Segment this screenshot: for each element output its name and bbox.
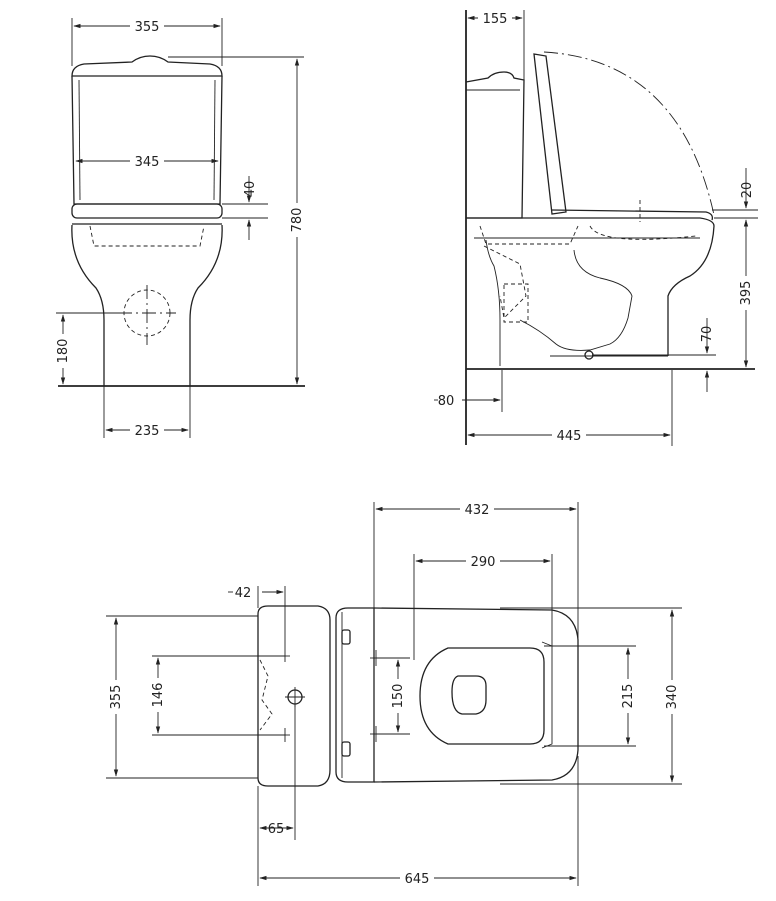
side-lid-arc (543, 51, 715, 216)
front-bowl (71, 224, 223, 386)
front-dim-seat-width: 345 (135, 155, 160, 170)
top-dim-seat-length: 290 (471, 555, 496, 570)
top-dim-overall-length: 645 (405, 872, 430, 887)
front-dim-total-height: 780 (290, 208, 305, 233)
front-tank-body (71, 75, 223, 205)
side-tank (465, 71, 525, 219)
front-dim-tank-width: 355 (135, 20, 160, 35)
top-drain (451, 675, 487, 715)
top-dim-fixing-offset: 42 (235, 586, 252, 601)
front-dim-outlet-height: 180 (56, 339, 71, 364)
top-seat (373, 607, 579, 783)
top-dim-holes-a: 146 (151, 683, 166, 708)
front-tank-lid (71, 55, 223, 77)
side-bowl (466, 217, 715, 356)
side-dim-tank-depth: 155 (483, 12, 508, 27)
front-seat (71, 203, 223, 219)
top-view: 42 355 146 150 432 290 (106, 501, 682, 887)
top-tank (257, 605, 331, 787)
side-dim-seat-height: 395 (739, 281, 754, 306)
top-dim-holes-b: 150 (391, 684, 406, 709)
front-dim-foot-width: 235 (135, 424, 160, 439)
top-dim-seat-width: 215 (621, 684, 636, 709)
top-dim-outlet-offset: 65 (268, 822, 285, 837)
top-bowl-opening (419, 647, 545, 745)
side-dim-wall-offset: 80 (438, 394, 455, 409)
top-dim-tank-width: 355 (109, 685, 124, 710)
front-view: 355 345 40 780 180 235 (55, 18, 305, 439)
side-inlet-circle (584, 350, 594, 360)
top-dim-bowl-width: 340 (665, 685, 680, 710)
side-dim-foot-depth: 445 (557, 429, 582, 444)
side-trap (519, 249, 633, 351)
front-dim-seat-thickness: 40 (243, 181, 258, 198)
side-lid-raised (533, 53, 567, 215)
top-dim-total-length: 432 (465, 503, 490, 518)
side-view: 155 20 395 70 80 445 (434, 10, 758, 446)
side-dim-inlet-height: 70 (700, 326, 715, 343)
side-dim-lid-thickness: 20 (740, 182, 755, 199)
